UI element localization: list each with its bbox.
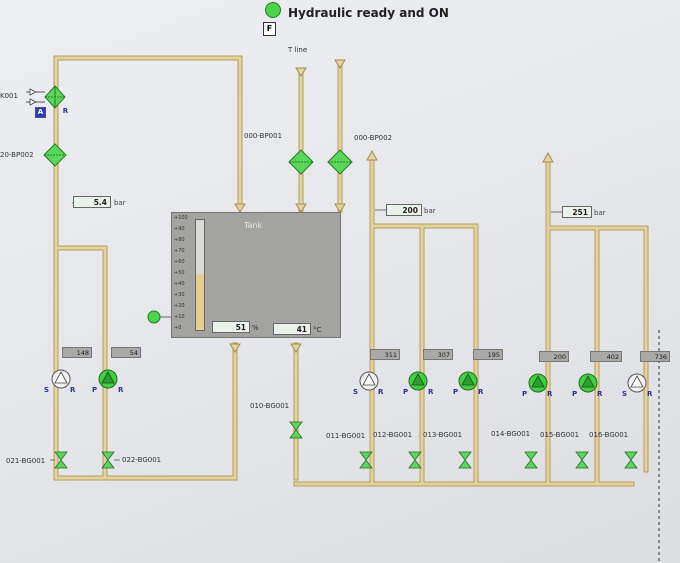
- pump-counter-right-2: 307: [423, 349, 453, 360]
- tank-scale-tick: +100: [174, 215, 188, 221]
- tank-level-unit: %: [252, 324, 259, 332]
- pump-p-label-l2: P: [92, 386, 98, 394]
- valve-label-016: 016-BG001: [589, 431, 629, 439]
- pump-icon-right-1: [359, 371, 379, 391]
- valve-label-011: 011-BG001: [326, 432, 366, 440]
- mode-r-button[interactable]: R: [62, 107, 69, 115]
- tank-scale-tick: +50: [174, 270, 185, 276]
- pressure-200: 200: [386, 204, 422, 216]
- pump-icon-left-2: [98, 369, 118, 389]
- valve-label-021: 021-BG001: [6, 457, 46, 465]
- pump-icon-right-2: [408, 371, 428, 391]
- pump-r-label-r5: R: [597, 390, 603, 398]
- pipe-outlines: [53, 55, 649, 487]
- bp001-label: 000-BP001: [244, 132, 283, 140]
- flow-arrows: [229, 59, 554, 353]
- pump-r-label-r4: R: [547, 390, 553, 398]
- pressure-unit-3: bar: [594, 209, 606, 217]
- tank: Tank +100 +90 +80 +70 +60 +50 +40 +30 +20 +10 +0 5…: [171, 212, 341, 338]
- tank-scale-tick: +0: [174, 325, 182, 331]
- tank-scale-tick: +20: [174, 303, 185, 309]
- tank-scale-tick: +70: [174, 248, 185, 254]
- filter-icon-k001: [26, 85, 66, 109]
- valve-label-014: 014-BG001: [491, 430, 531, 438]
- tank-scale-tick: +30: [174, 292, 185, 298]
- pump-r-label-r2: R: [428, 388, 434, 396]
- pump-r-label-r6: R: [647, 390, 653, 398]
- tank-scale-tick: +40: [174, 281, 185, 287]
- tank-level-value: 51: [212, 321, 250, 333]
- tank-scale: +100 +90 +80 +70 +60 +50 +40 +30 +20 +10 +0: [172, 215, 194, 333]
- pump-counter-right-1: 311: [370, 349, 400, 360]
- pump-icon-right-6: [627, 373, 647, 393]
- f-button[interactable]: F: [263, 22, 276, 36]
- tank-scale-tick: +10: [174, 314, 185, 320]
- tank-scale-tick: +80: [174, 237, 185, 243]
- bp002-label: 000-BP002: [354, 134, 393, 142]
- pressure-5-4: 5.4: [73, 196, 111, 208]
- pump-s-label-r1: S: [353, 388, 359, 396]
- k001-label: K001: [0, 92, 18, 100]
- tank-status-led: [147, 310, 161, 324]
- pump-r-label-r1: R: [378, 388, 384, 396]
- pump-icon-right-3: [458, 371, 478, 391]
- status-text: Hydraulic ready and ON: [288, 6, 449, 20]
- valve-label-015: 015-BG001: [540, 431, 580, 439]
- status-led: [265, 2, 281, 18]
- tank-temp-unit: °C: [313, 326, 322, 334]
- pump-icon-right-4: [528, 373, 548, 393]
- pump-r-label-l1: R: [70, 386, 76, 394]
- tank-title: Tank: [244, 221, 263, 230]
- valve-label-013: 013-BG001: [423, 431, 463, 439]
- tank-level-fill: [196, 273, 204, 330]
- tank-scale-tick: +60: [174, 259, 185, 265]
- filter-icon-bp001: [288, 149, 314, 175]
- pump-icon-left-1: [51, 369, 71, 389]
- pump-p-label-r5: P: [572, 390, 578, 398]
- pump-counter-right-6: 736: [640, 351, 670, 362]
- valve-label-022: 022-BG001: [122, 456, 162, 464]
- valve-label-012: 012-BG001: [373, 431, 413, 439]
- pump-counter-right-3: 195: [473, 349, 503, 360]
- pressure-251: 251: [562, 206, 592, 218]
- pump-p-label-r4: P: [522, 390, 528, 398]
- pipe-fill: [54, 56, 648, 486]
- filter-icon-20-bp002: [43, 143, 67, 167]
- pump-counter-right-5: 402: [590, 351, 622, 362]
- pump-icon-right-5: [578, 373, 598, 393]
- pump-s-label-l1: S: [44, 386, 50, 394]
- pump-p-label-r2: P: [403, 388, 409, 396]
- pump-counter-left-1: 148: [62, 347, 92, 358]
- pump-p-label-r3: P: [453, 388, 459, 396]
- pump-r-label-r3: R: [478, 388, 484, 396]
- t-line-label: T line: [288, 46, 308, 54]
- pump-counter-left-2: 54: [111, 347, 141, 358]
- mode-a-button[interactable]: A: [35, 107, 46, 118]
- bp020-label: 20-BP002: [0, 151, 34, 159]
- pump-counter-right-4: 200: [539, 351, 569, 362]
- pressure-unit-1: bar: [114, 199, 126, 207]
- filter-icon-bp002: [327, 149, 353, 175]
- pump-s-label-r6: S: [622, 390, 628, 398]
- valve-icons: [54, 421, 638, 469]
- valve-label-010: 010-BG001: [250, 402, 290, 410]
- pump-r-label-l2: R: [118, 386, 124, 394]
- pressure-unit-2: bar: [424, 207, 436, 215]
- tank-scale-tick: +90: [174, 226, 185, 232]
- tank-temp-value: 41: [273, 323, 311, 335]
- tank-level-gauge: [195, 219, 205, 331]
